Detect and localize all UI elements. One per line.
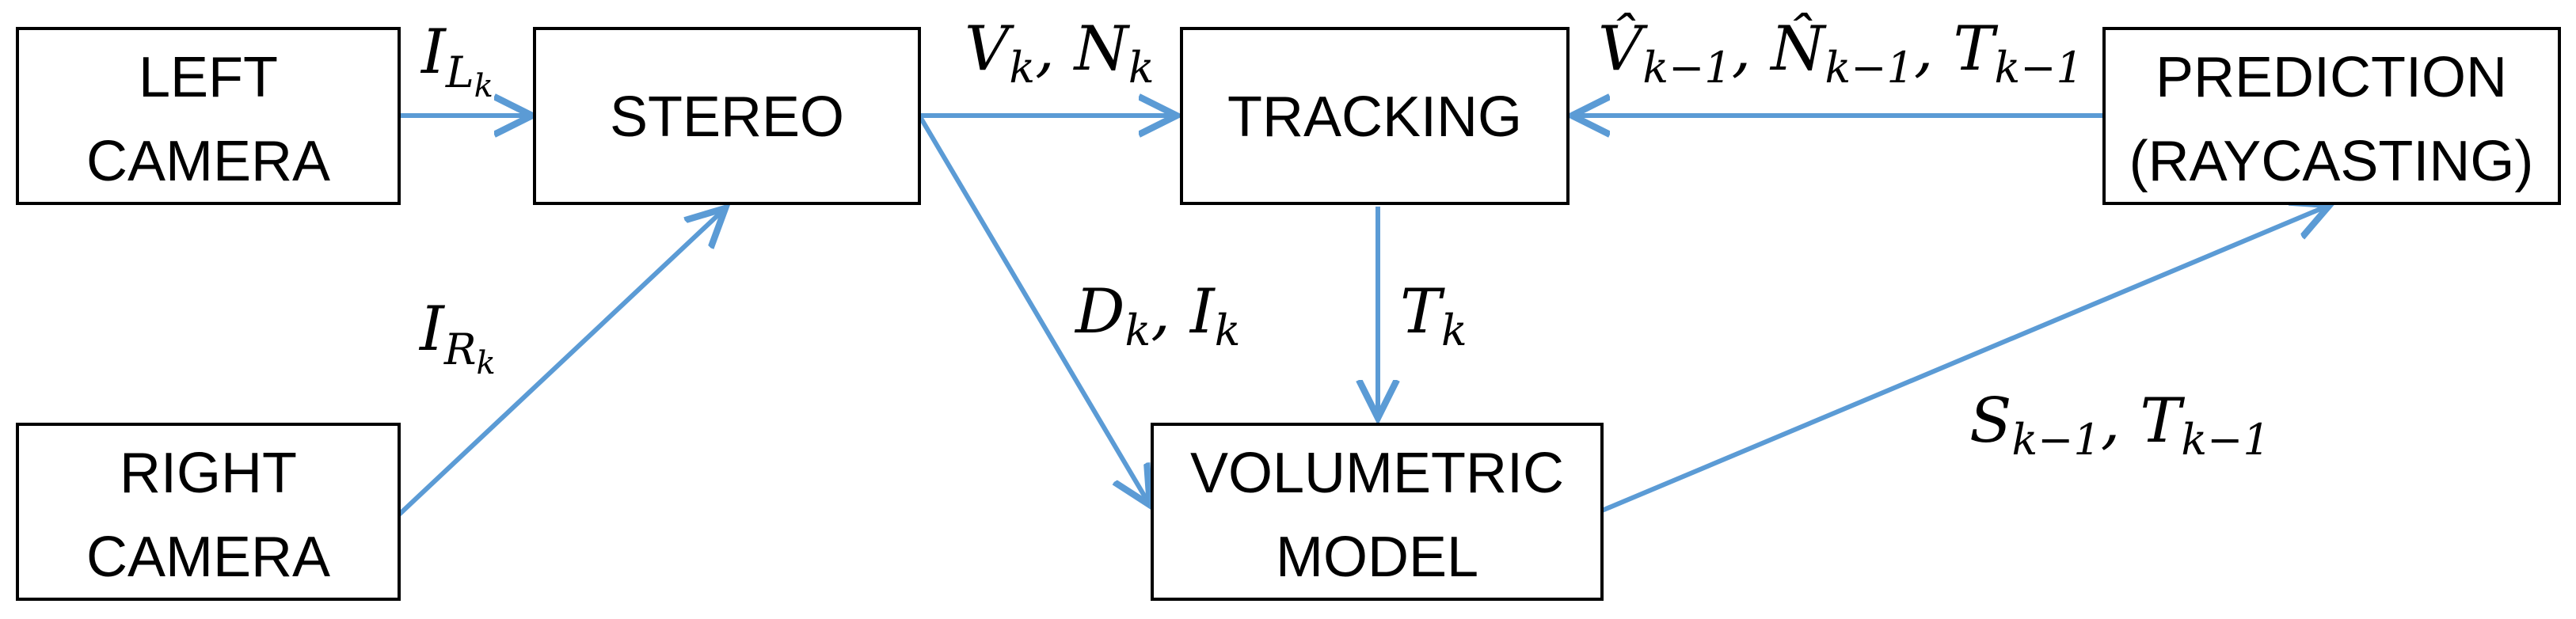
prediction-box: PREDICTION (RAYCASTING) <box>2102 27 2561 205</box>
label-predicted-maps: V̂k−1, N̂k−1, Tk−1 <box>1598 12 2083 93</box>
edge-stereo-to-volumetric <box>917 114 1150 505</box>
label-left-image: ILk <box>420 17 493 104</box>
prediction-label-line1: PREDICTION <box>2156 46 2507 109</box>
label-right-image: IRk <box>418 294 496 382</box>
right-camera-label-line1: RIGHT <box>120 442 297 505</box>
label-depth-intensity: Dk, Ik <box>1074 276 1240 355</box>
stereo-label: STEREO <box>610 85 844 149</box>
prediction-label-line2: (RAYCASTING) <box>2129 130 2534 193</box>
label-surface-pose: Sk−1, Tk−1 <box>1969 385 2270 465</box>
left-camera-label-line1: LEFT <box>139 46 278 109</box>
tracking-label: TRACKING <box>1227 85 1522 149</box>
tracking-box: TRACKING <box>1180 27 1570 205</box>
volumetric-model-label-line2: MODEL <box>1276 526 1478 589</box>
label-pose: Tk <box>1400 276 1467 355</box>
volumetric-model-box: VOLUMETRIC MODEL <box>1151 423 1604 601</box>
right-camera-box: RIGHT CAMERA <box>16 423 401 601</box>
right-camera-label-line2: CAMERA <box>86 526 330 589</box>
stereo-box: STEREO <box>533 27 921 205</box>
edge-volumetric-to-prediction <box>1600 205 2330 513</box>
edge-right-to-stereo <box>397 208 725 517</box>
left-camera-box: LEFT CAMERA <box>16 27 401 205</box>
left-camera-label-line2: CAMERA <box>86 130 330 193</box>
label-vertex-normal-maps: Vk, Nk <box>965 13 1155 93</box>
volumetric-model-label-line1: VOLUMETRIC <box>1190 442 1564 505</box>
